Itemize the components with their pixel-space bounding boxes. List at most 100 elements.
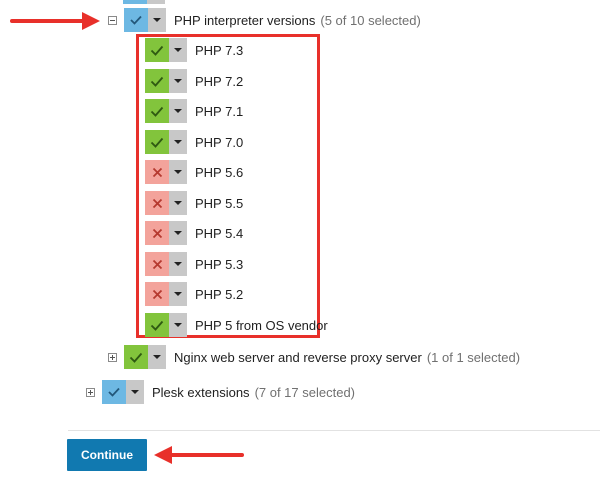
php-version-label: PHP 5.6	[195, 164, 244, 180]
php-version-item: PHP 7.3	[145, 38, 243, 62]
php-group-dropdown-button[interactable]	[148, 8, 166, 32]
divider	[68, 430, 600, 431]
annotation-arrow-continue	[154, 446, 244, 464]
php-version-label: PHP 7.3	[195, 42, 244, 58]
cross-icon	[152, 198, 162, 208]
php-version-dropdown-button[interactable]	[169, 313, 187, 337]
php-version-label: PHP 5.2	[195, 286, 244, 302]
caret-down-icon	[131, 390, 139, 394]
check-icon	[150, 320, 164, 331]
extensions-state-checkbox[interactable]	[102, 380, 126, 404]
php-version-selector[interactable]	[145, 130, 187, 154]
php-version-selector[interactable]	[145, 38, 187, 62]
php-version-label: PHP 7.1	[195, 103, 244, 119]
nginx-dropdown-button[interactable]	[148, 345, 166, 369]
php-version-label: PHP 5.3	[195, 256, 244, 272]
php-version-dropdown-button[interactable]	[169, 191, 187, 215]
check-icon	[150, 137, 164, 148]
php-version-dropdown-button[interactable]	[169, 99, 187, 123]
caret-down-icon	[153, 355, 161, 359]
php-version-state-checkbox[interactable]	[145, 252, 169, 276]
caret-down-icon	[174, 201, 182, 205]
php-version-state-checkbox[interactable]	[145, 160, 169, 184]
caret-down-icon	[174, 231, 182, 235]
expand-icon[interactable]	[108, 352, 117, 362]
php-version-dropdown-button[interactable]	[169, 282, 187, 306]
php-version-state-checkbox[interactable]	[145, 69, 169, 93]
cross-icon	[152, 289, 162, 299]
php-version-item: PHP 7.1	[145, 99, 243, 123]
collapse-icon[interactable]	[108, 15, 117, 25]
php-version-label: PHP 7.0	[195, 134, 244, 150]
caret-down-icon	[174, 170, 182, 174]
caret-down-icon	[174, 323, 182, 327]
php-version-selector[interactable]	[145, 221, 187, 245]
php-version-selector[interactable]	[145, 69, 187, 93]
php-version-state-checkbox[interactable]	[145, 130, 169, 154]
php-group-count: (5 of 10 selected)	[320, 12, 421, 28]
php-version-state-checkbox[interactable]	[145, 191, 169, 215]
php-version-item: PHP 5.6	[145, 160, 243, 184]
cross-icon	[152, 228, 162, 238]
check-icon	[129, 352, 143, 363]
php-version-state-checkbox[interactable]	[145, 99, 169, 123]
check-icon	[108, 387, 120, 397]
check-icon	[150, 106, 164, 117]
php-version-state-checkbox[interactable]	[145, 38, 169, 62]
php-version-dropdown-button[interactable]	[169, 252, 187, 276]
php-version-item: PHP 5 from OS vendor	[145, 313, 328, 337]
annotation-highlight-box	[136, 34, 320, 338]
check-icon	[130, 15, 142, 25]
caret-down-icon	[174, 292, 182, 296]
tree-group-php: PHP interpreter versions (5 of 10 select…	[108, 8, 421, 32]
php-version-item: PHP 5.4	[145, 221, 243, 245]
php-version-selector[interactable]	[145, 99, 187, 123]
php-version-label: PHP 5 from OS vendor	[195, 317, 328, 333]
cross-icon	[152, 259, 162, 269]
php-version-state-checkbox[interactable]	[145, 313, 169, 337]
php-version-item: PHP 5.5	[145, 191, 243, 215]
php-version-selector[interactable]	[145, 160, 187, 184]
nginx-selector[interactable]	[124, 345, 166, 369]
tree-group-extensions: Plesk extensions (7 of 17 selected)	[86, 380, 355, 404]
php-version-state-checkbox[interactable]	[145, 282, 169, 306]
php-version-item: PHP 5.2	[145, 282, 243, 306]
nginx-label: Nginx web server and reverse proxy serve…	[174, 349, 422, 365]
php-version-item: PHP 7.0	[145, 130, 243, 154]
php-version-label: PHP 7.2	[195, 73, 244, 89]
caret-down-icon	[174, 79, 182, 83]
extensions-count: (7 of 17 selected)	[254, 384, 356, 400]
continue-button[interactable]: Continue	[67, 439, 147, 471]
caret-down-icon	[174, 262, 182, 266]
caret-down-icon	[174, 48, 182, 52]
extensions-dropdown-button[interactable]	[126, 380, 144, 404]
expand-icon[interactable]	[86, 387, 95, 397]
php-group-selector[interactable]	[124, 8, 166, 32]
annotation-arrow-php-group	[10, 12, 100, 30]
previous-row-partial	[123, 0, 166, 4]
extensions-label: Plesk extensions	[152, 384, 250, 400]
php-version-label: PHP 5.5	[195, 195, 244, 211]
php-version-dropdown-button[interactable]	[169, 130, 187, 154]
php-group-state-checkbox[interactable]	[124, 8, 148, 32]
php-version-dropdown-button[interactable]	[169, 38, 187, 62]
php-version-selector[interactable]	[145, 252, 187, 276]
php-version-state-checkbox[interactable]	[145, 221, 169, 245]
php-group-label: PHP interpreter versions	[174, 12, 316, 28]
tree-group-nginx: Nginx web server and reverse proxy serve…	[108, 345, 520, 369]
caret-down-icon	[153, 18, 161, 22]
php-version-item: PHP 7.2	[145, 69, 243, 93]
php-version-dropdown-button[interactable]	[169, 69, 187, 93]
php-version-selector[interactable]	[145, 313, 187, 337]
check-icon	[150, 45, 164, 56]
php-version-selector[interactable]	[145, 191, 187, 215]
nginx-count: (1 of 1 selected)	[426, 349, 521, 365]
extensions-selector[interactable]	[102, 380, 144, 404]
php-version-label: PHP 5.4	[195, 225, 244, 241]
caret-down-icon	[174, 140, 182, 144]
check-icon	[150, 76, 164, 87]
php-version-dropdown-button[interactable]	[169, 160, 187, 184]
nginx-state-checkbox[interactable]	[124, 345, 148, 369]
php-version-dropdown-button[interactable]	[169, 221, 187, 245]
php-version-selector[interactable]	[145, 282, 187, 306]
